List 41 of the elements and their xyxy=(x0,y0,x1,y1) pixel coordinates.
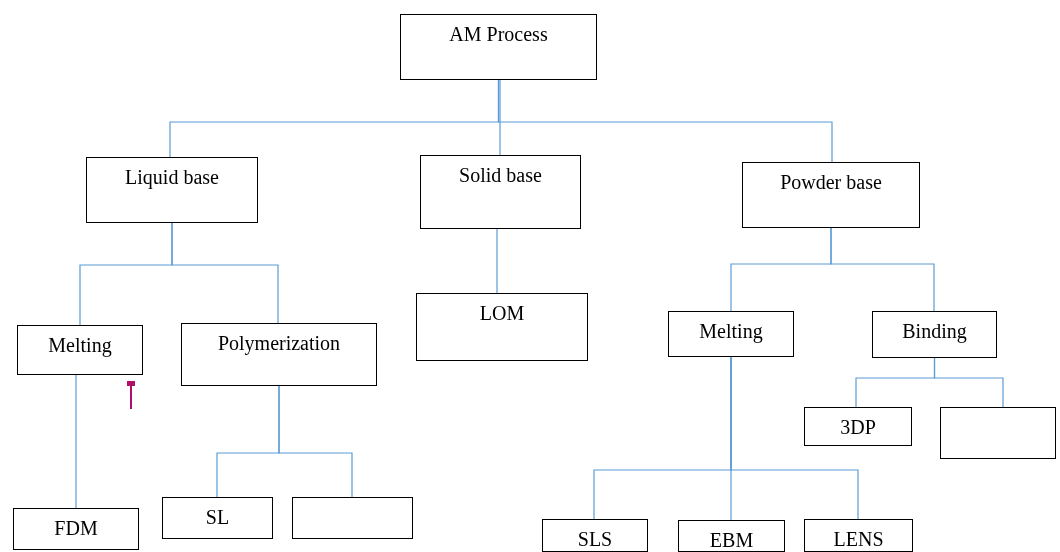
process-box xyxy=(804,407,912,446)
process-box xyxy=(13,508,139,550)
box-label: Solid base xyxy=(459,164,542,186)
box-label: FDM xyxy=(54,517,98,539)
box-label: 3DP xyxy=(840,416,876,438)
process-box xyxy=(678,520,785,552)
connector-line xyxy=(499,79,501,156)
box-label: Binding xyxy=(902,320,967,342)
connector-line xyxy=(75,374,77,509)
box-label: AM Process xyxy=(449,23,548,45)
box-label: LENS xyxy=(833,528,884,550)
connector-line xyxy=(497,79,833,163)
box-label: LOM xyxy=(479,302,525,324)
empty-box xyxy=(940,407,1056,459)
box-label: EBM xyxy=(709,529,754,551)
connector-line xyxy=(496,228,498,294)
process-box xyxy=(400,14,597,80)
process-box xyxy=(181,323,377,386)
connector-line xyxy=(933,357,1004,408)
connector-line xyxy=(171,222,279,324)
connector-line xyxy=(278,385,353,498)
box-label: Polymerization xyxy=(217,332,341,354)
process-box xyxy=(872,311,997,358)
connector-line xyxy=(830,227,935,312)
box-label: Melting xyxy=(48,334,112,356)
process-box xyxy=(416,293,588,361)
process-box xyxy=(420,155,581,229)
process-box xyxy=(17,325,143,375)
process-box xyxy=(804,519,913,552)
process-box xyxy=(86,157,258,223)
process-box xyxy=(668,311,794,357)
box-label: Melting xyxy=(699,320,763,342)
box-label: Liquid base xyxy=(125,166,219,188)
box-label: Powder base xyxy=(780,171,882,193)
process-box xyxy=(162,497,273,539)
process-box xyxy=(542,519,648,552)
box-label: SLS xyxy=(577,528,613,550)
box-label: SL xyxy=(205,506,230,528)
connector-line xyxy=(730,356,859,520)
process-box xyxy=(742,162,920,228)
empty-box xyxy=(292,497,413,539)
